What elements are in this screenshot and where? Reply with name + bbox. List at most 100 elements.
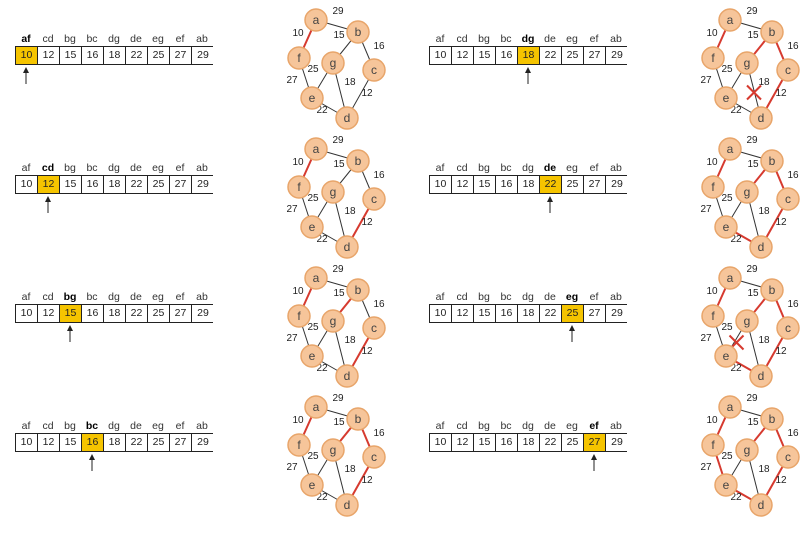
edge-weight-label-de: 22 bbox=[730, 492, 742, 503]
node-label: e bbox=[723, 478, 730, 492]
node-label: f bbox=[297, 438, 301, 452]
header-label-ef: ef bbox=[589, 33, 599, 45]
node-label: g bbox=[744, 56, 751, 70]
edge-weight-label-dg: 18 bbox=[344, 464, 356, 475]
node-label: e bbox=[723, 91, 730, 105]
header-label-eg: eg bbox=[152, 420, 164, 432]
weight-cell-ab: 29 bbox=[606, 305, 628, 322]
edge-weight-label-ab: 29 bbox=[332, 135, 344, 146]
header-label-dg: dg bbox=[522, 162, 534, 174]
node-a: a bbox=[304, 395, 328, 419]
edge-weight-label-de: 22 bbox=[316, 234, 328, 245]
node-label: a bbox=[727, 142, 734, 156]
edge-weight-label-ef: 27 bbox=[286, 75, 298, 86]
node-label: c bbox=[371, 321, 377, 335]
header-label-bg: bg bbox=[478, 162, 490, 174]
node-e: e bbox=[300, 344, 324, 368]
node-label: e bbox=[309, 91, 316, 105]
edge-weight-label-dg: 18 bbox=[344, 77, 356, 88]
header-label-ab: ab bbox=[610, 291, 622, 303]
current-edge-arrow-icon bbox=[569, 325, 575, 342]
current-edge-arrow-icon bbox=[547, 196, 553, 213]
header-label-de: de bbox=[544, 291, 556, 303]
node-label: f bbox=[711, 438, 715, 452]
edge-weight-label-de: 22 bbox=[316, 363, 328, 374]
weight-cell-ab: 29 bbox=[192, 47, 214, 64]
node-label: f bbox=[711, 309, 715, 323]
weight-cell-bg: 15 bbox=[60, 47, 82, 64]
node-label: a bbox=[727, 13, 734, 27]
edge-weight-label-bc: 16 bbox=[373, 428, 385, 439]
node-g: g bbox=[321, 309, 345, 333]
node-e: e bbox=[300, 215, 324, 239]
header-label-dg: dg bbox=[522, 291, 534, 303]
node-d: d bbox=[749, 106, 773, 130]
edge-weight-label-de: 22 bbox=[730, 363, 742, 374]
node-label: f bbox=[297, 51, 301, 65]
weight-cell-bc: 16 bbox=[496, 305, 518, 322]
weight-cell-ef: 27 bbox=[170, 305, 192, 322]
header-label-bg: bg bbox=[64, 162, 76, 174]
header-label-cd: cd bbox=[41, 162, 55, 174]
node-label: a bbox=[313, 271, 320, 285]
node-label: d bbox=[344, 240, 351, 254]
header-label-ef: ef bbox=[589, 291, 599, 303]
header-label-cd: cd bbox=[42, 420, 54, 432]
weight-cell-bc: 16 bbox=[82, 176, 104, 193]
weight-cell-bc: 16 bbox=[496, 434, 518, 451]
node-f: f bbox=[287, 304, 311, 328]
header-label-bc: bc bbox=[500, 162, 512, 174]
header-label-cd: cd bbox=[456, 33, 468, 45]
node-a: a bbox=[304, 266, 328, 290]
weight-cell-af: 10 bbox=[16, 434, 38, 451]
weight-cell-bg: 15 bbox=[60, 434, 82, 451]
header-label-bg: bg bbox=[478, 33, 490, 45]
edge-weight-label-ab: 29 bbox=[746, 264, 758, 275]
weight-cell-cd: 12 bbox=[452, 434, 474, 451]
node-d: d bbox=[749, 493, 773, 517]
weight-cell-af: 10 bbox=[16, 305, 38, 322]
weight-cell-dg: 18 bbox=[104, 176, 126, 193]
edge-weight-label-bc: 16 bbox=[787, 41, 799, 52]
weight-cell-ef: 27 bbox=[584, 176, 606, 193]
weight-cell-de: 22 bbox=[540, 47, 562, 64]
edge-weight-label-ef: 27 bbox=[700, 462, 712, 473]
edge-weight-label-af: 10 bbox=[292, 286, 304, 297]
edge-weight-label-bg: 15 bbox=[333, 288, 345, 299]
node-label: f bbox=[711, 51, 715, 65]
node-label: g bbox=[330, 314, 337, 328]
header-label-cd: cd bbox=[456, 420, 468, 432]
edge-weight-label-eg: 25 bbox=[721, 322, 733, 333]
node-b: b bbox=[346, 278, 370, 302]
node-e: e bbox=[300, 86, 324, 110]
header-label-eg: eg bbox=[565, 291, 579, 303]
node-label: e bbox=[723, 349, 730, 363]
weight-cell-bc: 16 bbox=[82, 47, 104, 64]
header-label-cd: cd bbox=[456, 162, 468, 174]
header-label-de: de bbox=[130, 420, 142, 432]
weight-cell-ab: 29 bbox=[606, 47, 628, 64]
edge-weight-label-bg: 15 bbox=[747, 159, 759, 170]
edge-weight-label-dg: 18 bbox=[758, 77, 770, 88]
edge-weight-label-cd: 12 bbox=[361, 346, 373, 357]
weight-cell-de: 22 bbox=[126, 176, 148, 193]
weight-cell-af: 10 bbox=[430, 47, 452, 64]
node-label: d bbox=[344, 369, 351, 383]
node-b: b bbox=[346, 149, 370, 173]
node-c: c bbox=[776, 316, 800, 340]
node-g: g bbox=[321, 438, 345, 462]
weight-cell-dg: 18 bbox=[104, 434, 126, 451]
edge-weight-label-de: 22 bbox=[316, 492, 328, 503]
current-edge-arrow-icon bbox=[67, 325, 73, 342]
node-label: g bbox=[330, 185, 337, 199]
edge-weight-label-eg: 25 bbox=[721, 193, 733, 204]
weight-cell-bg: 15 bbox=[60, 305, 82, 322]
node-e: e bbox=[714, 86, 738, 110]
header-label-ef: ef bbox=[589, 420, 599, 432]
weight-cell-ab: 29 bbox=[606, 434, 628, 451]
weight-cell-cd: 12 bbox=[452, 47, 474, 64]
